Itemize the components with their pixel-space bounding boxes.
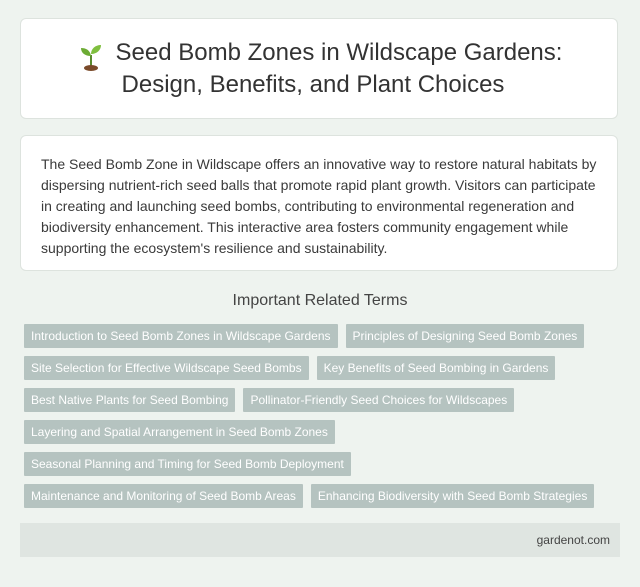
tag-row: Introduction to Seed Bomb Zones in Wilds… xyxy=(24,324,620,348)
tag-row: Best Native Plants for Seed Bombing Poll… xyxy=(24,388,620,412)
sprout-icon xyxy=(80,44,101,71)
tag-row: Site Selection for Effective Wildscape S… xyxy=(24,356,620,380)
tag-pollinator-seeds[interactable]: Pollinator-Friendly Seed Choices for Wil… xyxy=(243,388,515,412)
related-terms-list: Introduction to Seed Bomb Zones in Wilds… xyxy=(24,324,620,516)
tag-site-selection[interactable]: Site Selection for Effective Wildscape S… xyxy=(24,356,309,380)
tag-intro[interactable]: Introduction to Seed Bomb Zones in Wilds… xyxy=(24,324,338,348)
title-line-2: Design, Benefits, and Plant Choices xyxy=(121,70,505,98)
tag-biodiversity[interactable]: Enhancing Biodiversity with Seed Bomb St… xyxy=(310,484,595,508)
description-card: The Seed Bomb Zone in Wildscape offers a… xyxy=(20,135,618,271)
description-text: The Seed Bomb Zone in Wildscape offers a… xyxy=(41,156,597,256)
page-title: Seed Bomb Zones in Wildscape Gardens: De… xyxy=(116,37,563,101)
tag-seasonal-planning[interactable]: Seasonal Planning and Timing for Seed Bo… xyxy=(24,452,351,476)
tag-row: Layering and Spatial Arrangement in Seed… xyxy=(24,420,620,444)
title-wrap: Seed Bomb Zones in Wildscape Gardens: De… xyxy=(76,37,563,101)
tag-principles[interactable]: Principles of Designing Seed Bomb Zones xyxy=(345,324,585,348)
related-terms-heading: Important Related Terms xyxy=(232,292,408,309)
footer: gardenot.com xyxy=(20,523,620,557)
title-line-1: Seed Bomb Zones in Wildscape Gardens: xyxy=(115,38,563,66)
site-name[interactable]: gardenot.com xyxy=(536,533,610,547)
title-card: Seed Bomb Zones in Wildscape Gardens: De… xyxy=(20,18,618,119)
tag-native-plants[interactable]: Best Native Plants for Seed Bombing xyxy=(24,388,236,412)
tag-maintenance[interactable]: Maintenance and Monitoring of Seed Bomb … xyxy=(24,484,303,508)
tag-row: Maintenance and Monitoring of Seed Bomb … xyxy=(24,484,620,508)
tag-layering[interactable]: Layering and Spatial Arrangement in Seed… xyxy=(24,420,335,444)
tag-row: Seasonal Planning and Timing for Seed Bo… xyxy=(24,452,620,476)
tag-key-benefits[interactable]: Key Benefits of Seed Bombing in Gardens xyxy=(316,356,556,380)
